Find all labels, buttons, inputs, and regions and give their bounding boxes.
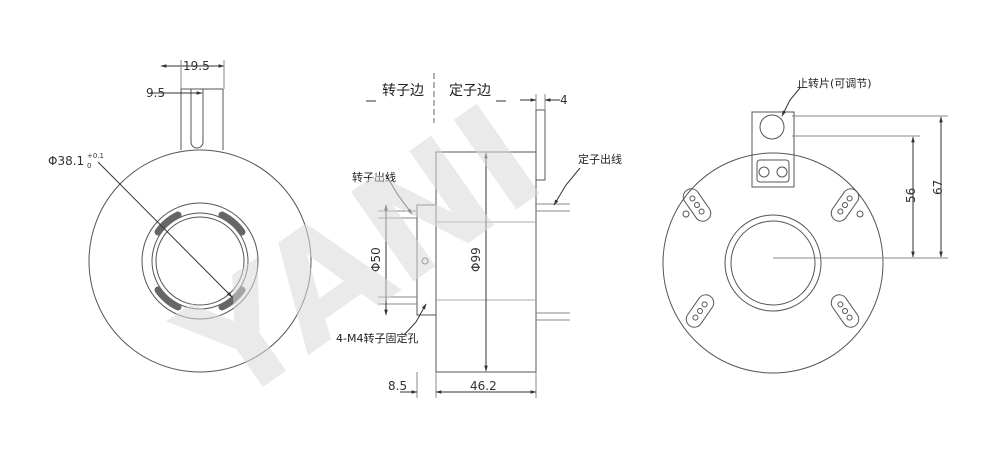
- back-terminal-block: [685, 294, 715, 328]
- front-bore: [155, 216, 245, 306]
- back-stopper-pin: [759, 114, 785, 140]
- front-stopper-tab: [180, 88, 224, 150]
- back-view: [662, 87, 948, 374]
- front-outer-circle: [88, 149, 312, 373]
- side-stator-tab: [535, 109, 546, 181]
- side-view: [366, 73, 581, 398]
- front-rotor-outer: [141, 202, 259, 320]
- back-terminal-block: [830, 188, 860, 222]
- front-dim-bore: Φ38.1: [48, 154, 84, 168]
- front-terminal-arc: [154, 211, 182, 236]
- back-stopper-plate: [751, 111, 795, 188]
- front-view: [88, 60, 312, 373]
- front-bore-leader: [97, 161, 233, 298]
- front-terminal-arc: [218, 211, 246, 236]
- side-rotor: [416, 204, 437, 316]
- front-terminal-arc: [154, 286, 182, 311]
- back-outer-circle: [662, 152, 884, 374]
- side-dim-tab: 4: [560, 93, 568, 107]
- side-dim-phi99: Φ99: [469, 247, 483, 272]
- label-rotor-side: 转子边: [382, 83, 424, 99]
- watermark: YANI: [149, 72, 571, 440]
- back-bore-inner: [730, 220, 816, 306]
- label-stator-wire: 定子出线: [578, 152, 622, 166]
- front-terminal-arc: [218, 286, 246, 311]
- back-dim-56: 56: [904, 188, 918, 203]
- front-stopper-slot: [190, 89, 204, 149]
- back-dim-67: 67: [931, 180, 945, 195]
- label-stopper: 止转片(可调节): [797, 76, 872, 90]
- front-dim-width: 19.5: [183, 59, 210, 73]
- front-dim-bore-tol-upper: +0.1: [87, 152, 104, 160]
- side-dim-462: 46.2: [470, 379, 497, 393]
- front-dim-bore-tol-lower: 0: [87, 162, 91, 170]
- label-stator-side: 定子边: [449, 83, 491, 99]
- back-bore-outer: [724, 214, 822, 312]
- front-rotor-inner: [151, 212, 249, 310]
- back-terminal-block: [830, 294, 860, 328]
- label-rotor-wire: 转子出线: [352, 170, 396, 184]
- label-fix-holes: 4-M4转子固定孔: [336, 331, 418, 345]
- back-terminal-block: [682, 188, 712, 222]
- front-dim-slot: 9.5: [146, 86, 165, 100]
- side-dim-phi50: Φ50: [369, 247, 383, 272]
- side-dim-85: 8.5: [388, 379, 407, 393]
